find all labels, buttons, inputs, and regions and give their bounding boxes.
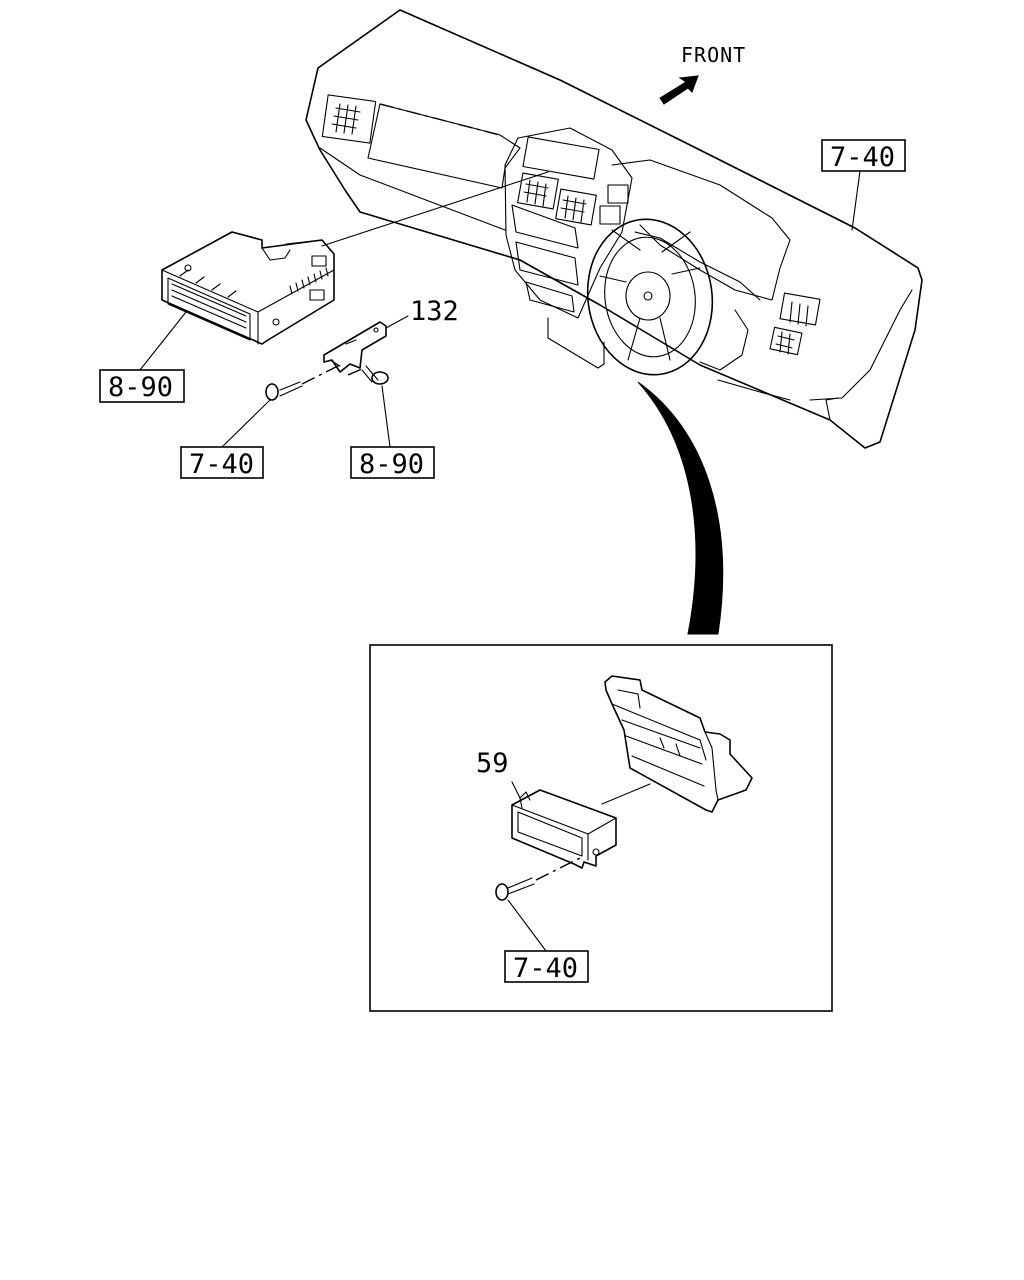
part-number-pocket: 59 [476, 748, 509, 779]
dashboard-panel [305, 9, 923, 449]
ref-label-screw-right: 8-90 [350, 446, 435, 480]
ref-label-radio: 8-90 [99, 311, 187, 403]
ref-text-dashboard: 7-40 [830, 142, 895, 173]
ref-text-radio: 8-90 [108, 372, 173, 403]
ref-text-screw-left: 7-40 [189, 449, 254, 480]
front-arrow-icon [659, 75, 699, 105]
pocket-59: 59 [476, 748, 617, 869]
bracket-132: 132 [323, 296, 459, 373]
radio-unit [161, 231, 335, 345]
screw-left [221, 364, 341, 448]
part-number-bracket: 132 [410, 296, 459, 327]
front-indicator: FRONT [659, 43, 746, 105]
ref-label-screw-left: 7-40 [180, 446, 264, 480]
radio-leader-line [321, 171, 549, 247]
pocket-screw [495, 857, 581, 952]
ref-text-pocket-screw: 7-40 [513, 953, 578, 984]
screw-right [347, 365, 391, 448]
ref-label-dashboard: 7-40 [821, 139, 906, 231]
ref-text-screw-right: 8-90 [359, 449, 424, 480]
detail-callout-arrow [637, 381, 724, 635]
center-panel-bezel [604, 675, 753, 813]
detail-box: 59 7-40 [369, 644, 833, 1012]
front-label: FRONT [681, 43, 746, 67]
ref-label-pocket-screw: 7-40 [504, 950, 589, 984]
pocket-leader-line [601, 783, 651, 805]
